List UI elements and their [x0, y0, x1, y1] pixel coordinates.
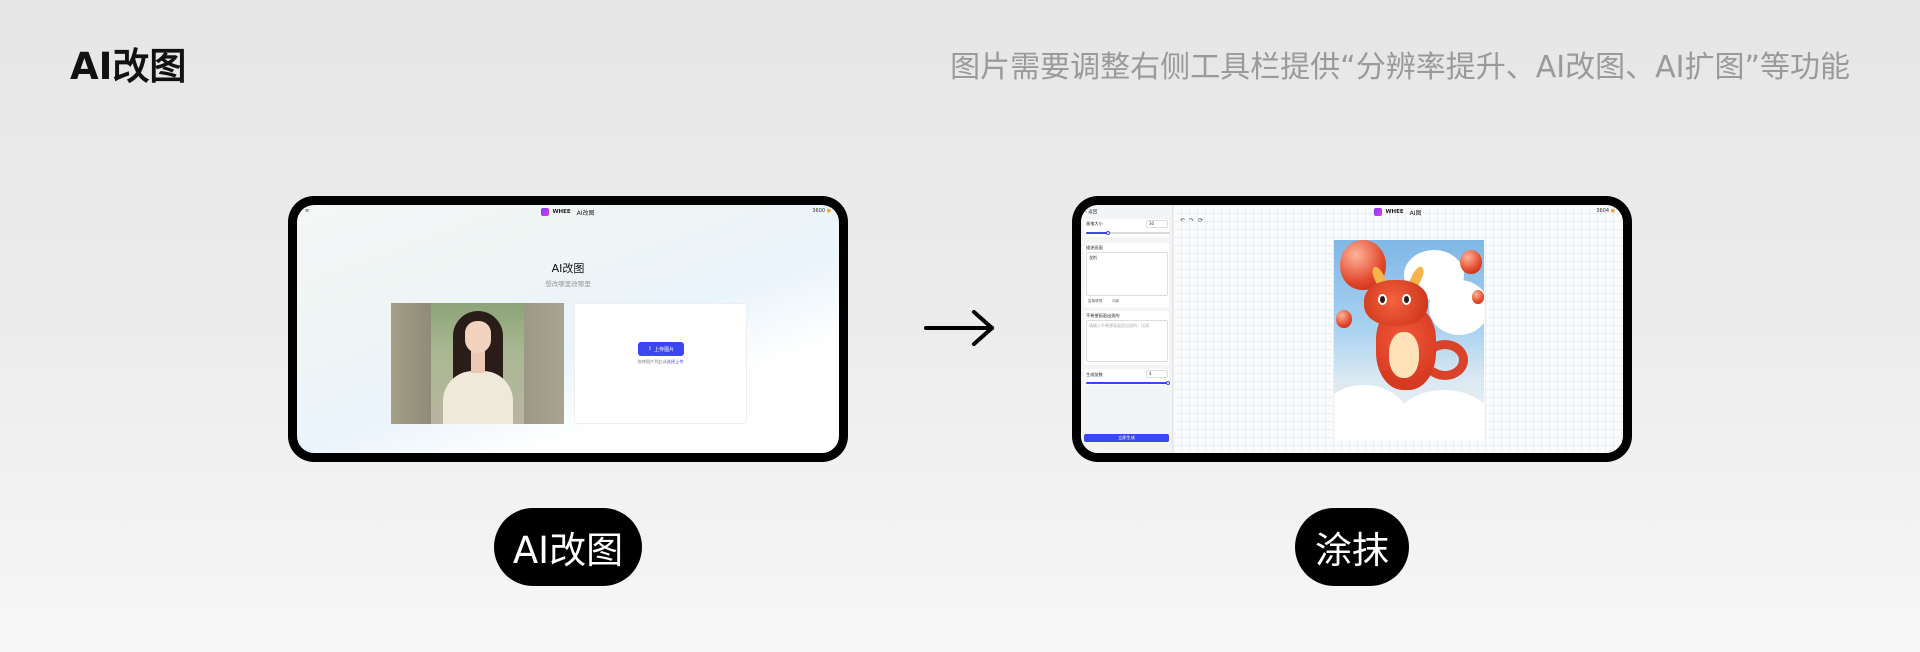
- credits-value: 3600: [812, 208, 826, 214]
- generate-count-label: 生成张数: [1086, 372, 1103, 377]
- upload-hint: 拖拽图片到此或选择上传: [637, 359, 684, 364]
- brand-logo-icon: [541, 208, 550, 216]
- coin-icon: ●: [826, 208, 831, 214]
- coin-icon: ●: [1610, 208, 1615, 214]
- ai-edit-home-screen: ≡ WHEE AI改图 3600 ● AI改图 想改哪里改哪里 ⇪ 上传图: [297, 205, 839, 453]
- brush-size-section: 画笔大小 30: [1084, 219, 1170, 237]
- prompt-textarea[interactable]: 龙衔: [1086, 252, 1168, 296]
- generate-count-section: 生成张数 4: [1084, 369, 1170, 385]
- canvas-toolbar: ↶ ↷ ⟳: [1180, 217, 1203, 224]
- dragon-head: [1364, 280, 1428, 326]
- select-upload-link[interactable]: 选择上传: [666, 359, 684, 364]
- redo-icon[interactable]: ↷: [1189, 217, 1195, 224]
- negative-prompt-section: 不希望画面出现的 请输入不希望画面里出现的，比如: [1084, 311, 1169, 365]
- upload-area[interactable]: ⇪ 上传图片 拖拽图片到此或选择上传: [574, 303, 747, 424]
- upload-icon: ⇪: [647, 346, 653, 352]
- generate-count-input[interactable]: 4: [1146, 370, 1168, 378]
- credits-value: 3604: [1596, 208, 1610, 214]
- brand-name: WHEE: [1385, 209, 1404, 215]
- page-title: AI改图: [70, 45, 187, 88]
- credits-badge[interactable]: 3604 ●: [1596, 208, 1615, 214]
- brand-name: WHEE: [552, 209, 571, 215]
- brush-size-input[interactable]: 30: [1146, 220, 1168, 228]
- generate-button[interactable]: 立即生成: [1084, 434, 1169, 442]
- upload-button-label: 上传图片: [654, 346, 675, 353]
- balloon: [1472, 290, 1484, 304]
- device-frame-smear: ‹ 返回 画笔大小 30 描述画面 龙衔 智能联想 词库 不希望画面出现的 请输…: [1072, 196, 1632, 462]
- brush-size-slider[interactable]: [1086, 230, 1170, 235]
- editor-top-bar: WHEE AI图: [1173, 205, 1623, 219]
- credits-badge[interactable]: 3600 ●: [812, 208, 831, 214]
- brush-size-label: 画笔大小: [1086, 221, 1103, 226]
- page-description: 图片需要调整右侧工具栏提供“分辨率提升、AI改图、AI扩图”等功能: [950, 50, 1850, 85]
- label-ai-edit: AI改图: [494, 508, 642, 586]
- negative-prompt-textarea[interactable]: 请输入不希望画面里出现的，比如: [1086, 320, 1168, 362]
- portrait-photo: [431, 303, 524, 424]
- top-bar: WHEE AI改图: [297, 205, 839, 219]
- generate-count-slider[interactable]: [1086, 380, 1170, 385]
- sample-photo[interactable]: [391, 303, 564, 424]
- app-title: AI改图: [576, 209, 595, 217]
- brush-size-slider-knob[interactable]: [1106, 230, 1110, 235]
- prompt-label: 描述画面: [1086, 245, 1103, 250]
- generate-count-slider-knob[interactable]: [1166, 380, 1170, 385]
- brand-logo-icon: [1374, 208, 1383, 216]
- upload-button[interactable]: ⇪ 上传图片: [638, 342, 684, 356]
- smart-association-button[interactable]: 智能联想: [1088, 299, 1103, 303]
- right-arrow-icon: [924, 310, 994, 346]
- word-library-button[interactable]: 词库: [1112, 299, 1120, 303]
- home-subheading: 想改哪里改哪里: [545, 280, 591, 288]
- home-heading: AI改图: [551, 262, 585, 275]
- device-frame-ai-edit: ≡ WHEE AI改图 3600 ● AI改图 想改哪里改哪里 ⇪ 上传图: [288, 196, 848, 462]
- balloon: [1336, 310, 1352, 328]
- smear-editor-screen: ‹ 返回 画笔大小 30 描述画面 龙衔 智能联想 词库 不希望画面出现的 请输…: [1081, 205, 1623, 453]
- reset-icon[interactable]: ⟳: [1198, 217, 1204, 224]
- prompt-section: 描述画面 龙衔 智能联想 词库: [1084, 243, 1169, 307]
- menu-icon[interactable]: ≡: [305, 208, 310, 214]
- app-title: AI图: [1409, 209, 1422, 217]
- negative-prompt-label: 不希望画面出现的: [1086, 313, 1120, 318]
- dragon-image[interactable]: [1334, 240, 1484, 440]
- label-smear: 涂抹: [1295, 508, 1409, 586]
- settings-panel: ‹ 返回 画笔大小 30 描述画面 龙衔 智能联想 词库 不希望画面出现的 请输…: [1081, 205, 1173, 453]
- back-button[interactable]: ‹ 返回: [1085, 210, 1098, 215]
- balloon: [1460, 250, 1482, 274]
- undo-icon[interactable]: ↶: [1180, 217, 1186, 224]
